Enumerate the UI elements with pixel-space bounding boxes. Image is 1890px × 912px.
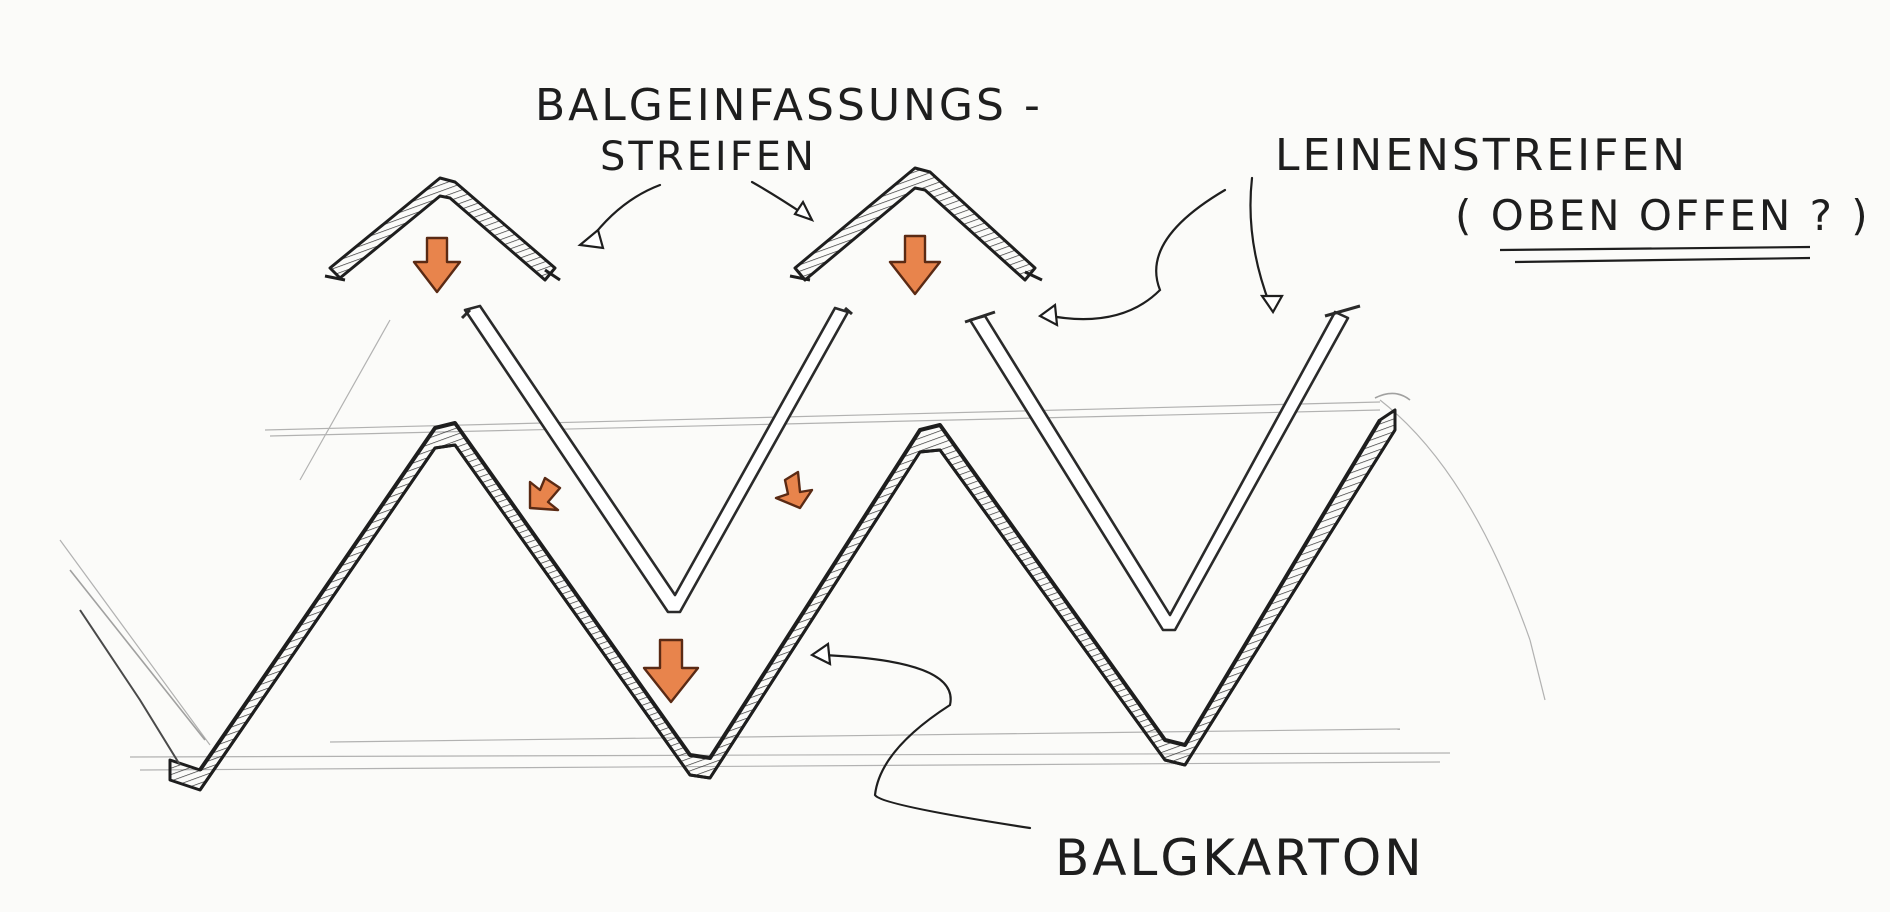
binding-cap-left xyxy=(328,176,557,282)
pointer-arrows xyxy=(577,176,1284,830)
label-binding-strip-line1: BALGEINFASSUNGS - xyxy=(535,80,1043,131)
label-linen-strip-line2: ( OBEN OFFEN ? ) xyxy=(1455,191,1871,240)
bellows-card-body xyxy=(168,408,1397,792)
linen-strips xyxy=(460,304,1361,632)
pointer-binding-left xyxy=(588,183,662,242)
arrow-down-valley-icon xyxy=(642,638,700,704)
pointer-linen-left xyxy=(1043,188,1227,321)
label-bellows-card: BALGKARTON xyxy=(1055,829,1425,887)
binding-strip-caps xyxy=(324,166,1043,282)
pointer-bellows-card xyxy=(818,653,1032,830)
orange-arrows xyxy=(412,234,942,704)
arrow-diagonal-left-icon xyxy=(528,476,562,512)
question-underline xyxy=(1499,245,1811,264)
label-binding-strip-line2: STREIFEN xyxy=(600,134,817,180)
pencil-bellows-outline xyxy=(69,392,1411,741)
binding-cap-right xyxy=(793,166,1037,282)
arrow-diagonal-right-icon xyxy=(774,470,814,510)
label-linen-strip-line1: LEINENSTREIFEN xyxy=(1275,130,1688,181)
arrow-down-cap-right-icon xyxy=(888,234,942,296)
arrow-down-cap-left-icon xyxy=(412,236,462,294)
linen-strip-left xyxy=(463,304,850,614)
pointer-linen-right xyxy=(1249,176,1272,307)
bellows-card-zigzag xyxy=(79,408,1397,792)
linen-strip-right xyxy=(968,310,1350,632)
